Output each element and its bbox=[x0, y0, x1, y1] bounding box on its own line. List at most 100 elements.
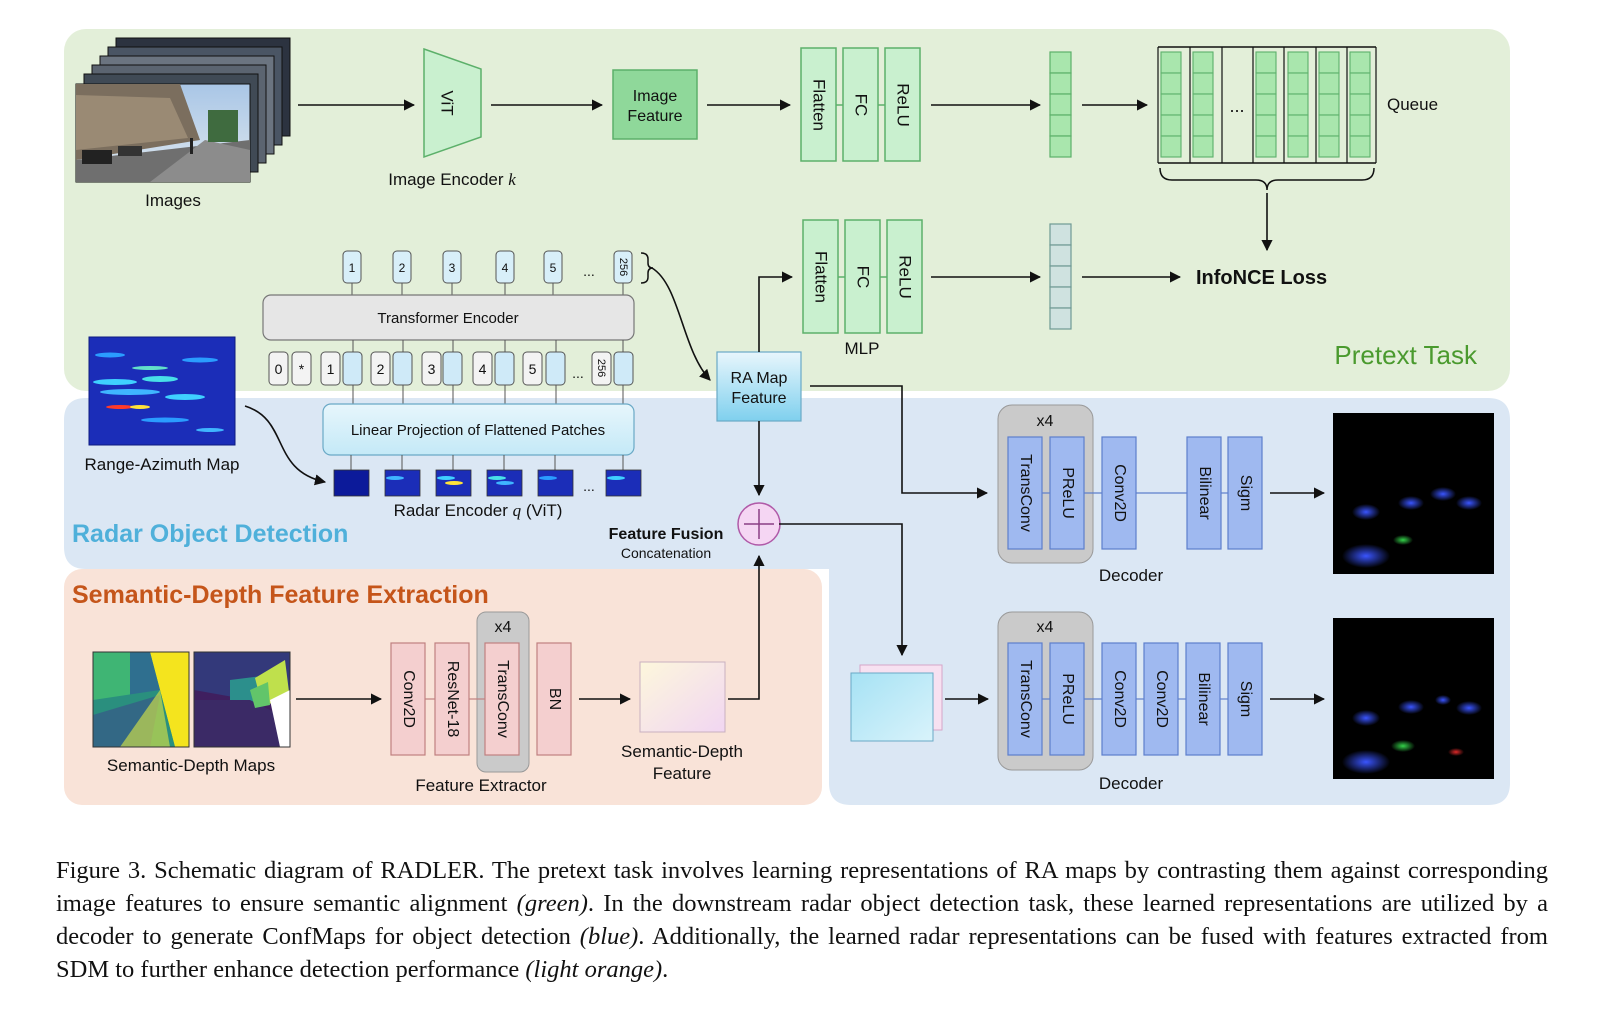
caption-prefix: Figure 3. Schematic diagram of RADLER. T… bbox=[56, 857, 1548, 917]
output-token-label: 2 bbox=[399, 261, 406, 275]
bn-label: BN bbox=[546, 688, 563, 710]
embedding-ellipsis: ... bbox=[572, 365, 584, 381]
output-token-label: 3 bbox=[449, 261, 456, 275]
queue-cell bbox=[1287, 72, 1309, 95]
output-token-label: 4 bbox=[502, 261, 509, 275]
position-embedding bbox=[291, 351, 312, 386]
token-brace bbox=[640, 252, 654, 284]
output-token-label: 1 bbox=[349, 261, 356, 275]
sigm-block-d2 bbox=[1227, 642, 1263, 756]
x4-label-fe: x4 bbox=[495, 619, 512, 636]
bilinear-label-d2: Bilinear bbox=[1195, 672, 1212, 726]
patch-ellipsis: ... bbox=[583, 478, 595, 494]
queue-cell bbox=[1255, 135, 1277, 158]
confmap-output-bottom bbox=[1333, 618, 1494, 779]
transconv-label-fe: TransConv bbox=[494, 660, 511, 738]
radar-patch bbox=[537, 469, 574, 497]
conv2d-label-d2b: Conv2D bbox=[1153, 670, 1170, 728]
position-embedding-label: 0 bbox=[275, 361, 283, 377]
key-vector bbox=[1049, 51, 1072, 158]
radar-patch bbox=[333, 469, 370, 497]
transconv-label-d2: TransConv bbox=[1017, 660, 1034, 738]
output-token bbox=[613, 250, 633, 284]
queue-cell bbox=[1349, 93, 1371, 116]
linear-projection-box bbox=[322, 403, 635, 456]
fused-feature-stack bbox=[850, 664, 943, 742]
queue-cell bbox=[1349, 72, 1371, 95]
queue-cell bbox=[1192, 51, 1214, 74]
figure-caption: Figure 3. Schematic diagram of RADLER. T… bbox=[56, 854, 1548, 986]
position-embedding-label: * bbox=[299, 361, 305, 377]
queue-cell bbox=[1349, 114, 1371, 137]
radar-patches: ... bbox=[333, 455, 642, 497]
position-embedding bbox=[591, 351, 612, 386]
queue-cell bbox=[1318, 114, 1340, 137]
relu-label-mlp: ReLU bbox=[896, 255, 915, 298]
fc-block-mlp bbox=[844, 219, 881, 334]
relu-block-mlp bbox=[886, 219, 923, 334]
queue: ... bbox=[1157, 46, 1377, 164]
position-embedding bbox=[268, 351, 289, 386]
feature-fusion-label: Feature Fusion bbox=[609, 526, 724, 543]
flatten-label-top: Flatten bbox=[810, 79, 829, 131]
queue-label: Queue bbox=[1387, 95, 1438, 114]
queue-cell bbox=[1160, 135, 1182, 158]
queue-cell bbox=[1287, 114, 1309, 137]
image-encoder-label: Image Encoder k bbox=[388, 170, 516, 189]
position-embedding-label: 3 bbox=[428, 361, 436, 377]
radar-encoder-label: Radar Encoder q (ViT) bbox=[394, 501, 563, 520]
semantic-depth-maps-label: Semantic-Depth Maps bbox=[107, 756, 275, 775]
queue-cell bbox=[1318, 135, 1340, 158]
decoder-label-bottom: Decoder bbox=[1099, 774, 1164, 793]
queue-cell bbox=[1192, 135, 1214, 158]
transconv-label-d1: TransConv bbox=[1017, 454, 1034, 532]
bilinear-label-d1: Bilinear bbox=[1196, 466, 1213, 520]
caption-mid1: . In the downstream radar object detecti… bbox=[56, 890, 1548, 950]
output-token bbox=[442, 250, 462, 284]
position-embedding bbox=[522, 351, 543, 386]
patch-embedding bbox=[392, 351, 413, 386]
resnet-label: ResNet-18 bbox=[444, 661, 461, 738]
transformer-encoder-box bbox=[262, 294, 635, 341]
patch-embedding bbox=[613, 351, 634, 386]
resnet-block bbox=[434, 642, 470, 756]
queue-cell bbox=[1287, 51, 1309, 74]
position-embedding-label: 5 bbox=[529, 361, 537, 377]
queue-cell bbox=[1287, 135, 1309, 158]
output-token bbox=[543, 250, 563, 284]
prelu-label-d1: PReLU bbox=[1059, 467, 1076, 519]
queue-cell bbox=[1318, 93, 1340, 116]
flatten-block-top bbox=[800, 47, 837, 162]
queue-cell bbox=[1318, 72, 1340, 95]
transconv-block-d1 bbox=[1007, 436, 1043, 550]
caption-end: . bbox=[662, 956, 669, 983]
queue-cell bbox=[1255, 114, 1277, 137]
concatenation-label: Concatenation bbox=[621, 545, 711, 561]
caption-mid2: . Additionally, the learned radar repres… bbox=[56, 923, 1548, 983]
sigm-block-d1 bbox=[1227, 436, 1263, 550]
prelu-block-d1 bbox=[1049, 436, 1085, 550]
flatten-label-mlp: Flatten bbox=[812, 251, 831, 303]
queue-cell bbox=[1192, 114, 1214, 137]
patch-embedding bbox=[442, 351, 463, 386]
images-label: Images bbox=[145, 191, 201, 210]
position-embedding-label: 256 bbox=[595, 359, 607, 377]
caption-blue: (blue) bbox=[579, 923, 639, 950]
fc-label-mlp: FC bbox=[854, 266, 873, 289]
conv2d-label-d2a: Conv2D bbox=[1111, 670, 1128, 728]
prelu-block-d2 bbox=[1049, 642, 1085, 756]
patch-embedding bbox=[342, 351, 363, 386]
queue-cell bbox=[1318, 51, 1340, 74]
position-embedding-label: 1 bbox=[327, 361, 335, 377]
conv2d-block-d2a bbox=[1101, 642, 1137, 756]
bilinear-block-d2 bbox=[1185, 642, 1221, 756]
image-stack bbox=[75, 37, 291, 183]
fc-block-top bbox=[842, 47, 879, 162]
queue-cell bbox=[1255, 93, 1277, 116]
relu-label-top: ReLU bbox=[894, 83, 913, 126]
queue-cell bbox=[1287, 93, 1309, 116]
